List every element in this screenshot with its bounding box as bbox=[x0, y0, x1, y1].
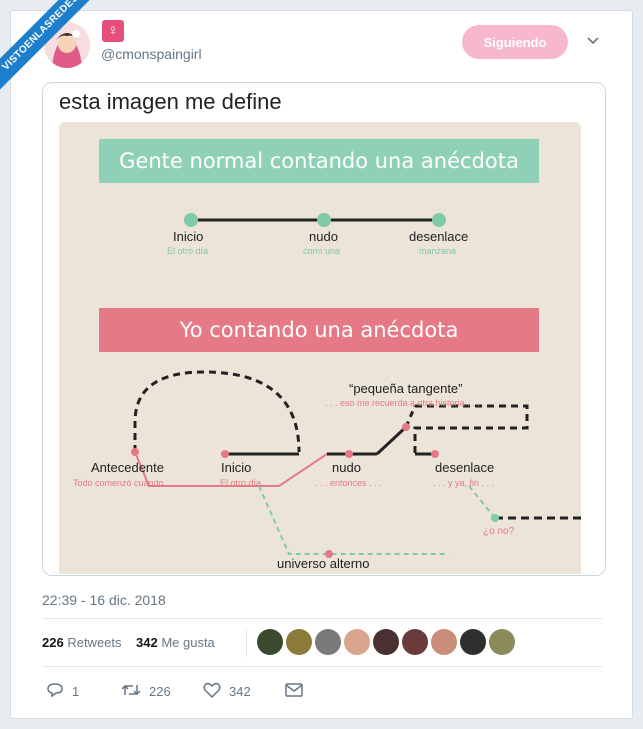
me-sub-nudo: . . . entonces . . . bbox=[315, 478, 382, 488]
liker-avatars bbox=[246, 629, 515, 657]
liker-avatar[interactable] bbox=[344, 629, 370, 655]
reply-count: 1 bbox=[72, 684, 80, 699]
me-sub-tangente: . . . eso me recuerda a otra historia . … bbox=[325, 398, 480, 408]
me-label-inicio: Inicio bbox=[221, 460, 252, 475]
likes-label[interactable]: Me gusta bbox=[161, 635, 215, 650]
user-handle[interactable]: @cmonspaingirl bbox=[101, 46, 202, 62]
engagement-stats: 226 Retweets 342 Me gusta bbox=[42, 635, 215, 650]
liker-avatar[interactable] bbox=[315, 629, 341, 655]
liker-avatar[interactable] bbox=[431, 629, 457, 655]
liker-avatar[interactable] bbox=[257, 629, 283, 655]
me-label-antecedente: Antecedente bbox=[91, 460, 165, 475]
liker-avatar[interactable] bbox=[402, 629, 428, 655]
divider-top bbox=[42, 618, 602, 619]
tweet-text: esta imagen me define bbox=[59, 89, 282, 114]
tweet-actions: 1 226 342 bbox=[46, 682, 303, 701]
liker-avatar[interactable] bbox=[460, 629, 486, 655]
normal-sub-inicio: El otro día bbox=[167, 246, 209, 256]
me-label-desenlace: desenlace bbox=[435, 460, 495, 475]
tweet-card: ♀ @cmonspaingirl Siguiendo esta imagen m… bbox=[10, 10, 633, 719]
tweet-timestamp[interactable]: 22:39 - 16 dic. 2018 bbox=[42, 592, 166, 608]
infographic-image[interactable]: Gente normal contando una anécdota Inici… bbox=[59, 122, 581, 574]
banner-normal: Gente normal contando una anécdota bbox=[99, 139, 539, 183]
retweet-icon bbox=[121, 682, 141, 701]
retweet-button[interactable]: 226 bbox=[121, 682, 203, 701]
me-sub-desenlace: . . . y ya, fin . . . bbox=[433, 478, 495, 488]
liker-avatar[interactable] bbox=[286, 629, 312, 655]
retweet-count: 226 bbox=[149, 684, 171, 699]
me-label-nudo: nudo bbox=[332, 460, 361, 475]
normal-timeline bbox=[184, 213, 446, 227]
normal-label-inicio: Inicio bbox=[173, 229, 204, 244]
normal-label-nudo: nudo bbox=[309, 229, 338, 244]
normal-label-desenlace: desenlace bbox=[409, 229, 469, 244]
liker-avatar[interactable] bbox=[489, 629, 515, 655]
banner-me: Yo contando una anécdota bbox=[99, 308, 539, 352]
chevron-down-icon[interactable] bbox=[586, 35, 600, 49]
like-count: 342 bbox=[229, 684, 251, 699]
female-sign-icon: ♀ bbox=[102, 20, 124, 42]
liker-avatar[interactable] bbox=[373, 629, 399, 655]
quoted-tweet[interactable]: esta imagen me define Gente normal conta… bbox=[42, 82, 606, 576]
reply-icon bbox=[46, 682, 64, 701]
me-sub-antecedente: Todo comenzó cuando . . . bbox=[73, 478, 179, 488]
retweets-label[interactable]: Retweets bbox=[67, 635, 122, 650]
normal-sub-nudo: comí una bbox=[303, 246, 341, 256]
envelope-icon bbox=[285, 683, 303, 700]
divider-bottom bbox=[42, 666, 602, 667]
likes-count[interactable]: 342 bbox=[135, 635, 158, 650]
me-sub-inicio: . . . El otro día bbox=[205, 478, 262, 488]
heart-icon bbox=[203, 682, 221, 701]
like-button[interactable]: 342 bbox=[203, 682, 285, 701]
chaotic-timeline bbox=[131, 370, 581, 558]
me-label-ono: ¿o no? bbox=[483, 526, 515, 537]
me-label-universo: universo alterno bbox=[277, 556, 370, 571]
direct-message-button[interactable] bbox=[285, 683, 303, 700]
retweets-count[interactable]: 226 bbox=[42, 635, 64, 650]
reply-button[interactable]: 1 bbox=[46, 682, 121, 701]
me-label-tangente: “pequeña tangente” bbox=[349, 381, 463, 396]
following-button[interactable]: Siguiendo bbox=[462, 25, 568, 59]
normal-sub-desenlace: manzana bbox=[419, 246, 457, 256]
